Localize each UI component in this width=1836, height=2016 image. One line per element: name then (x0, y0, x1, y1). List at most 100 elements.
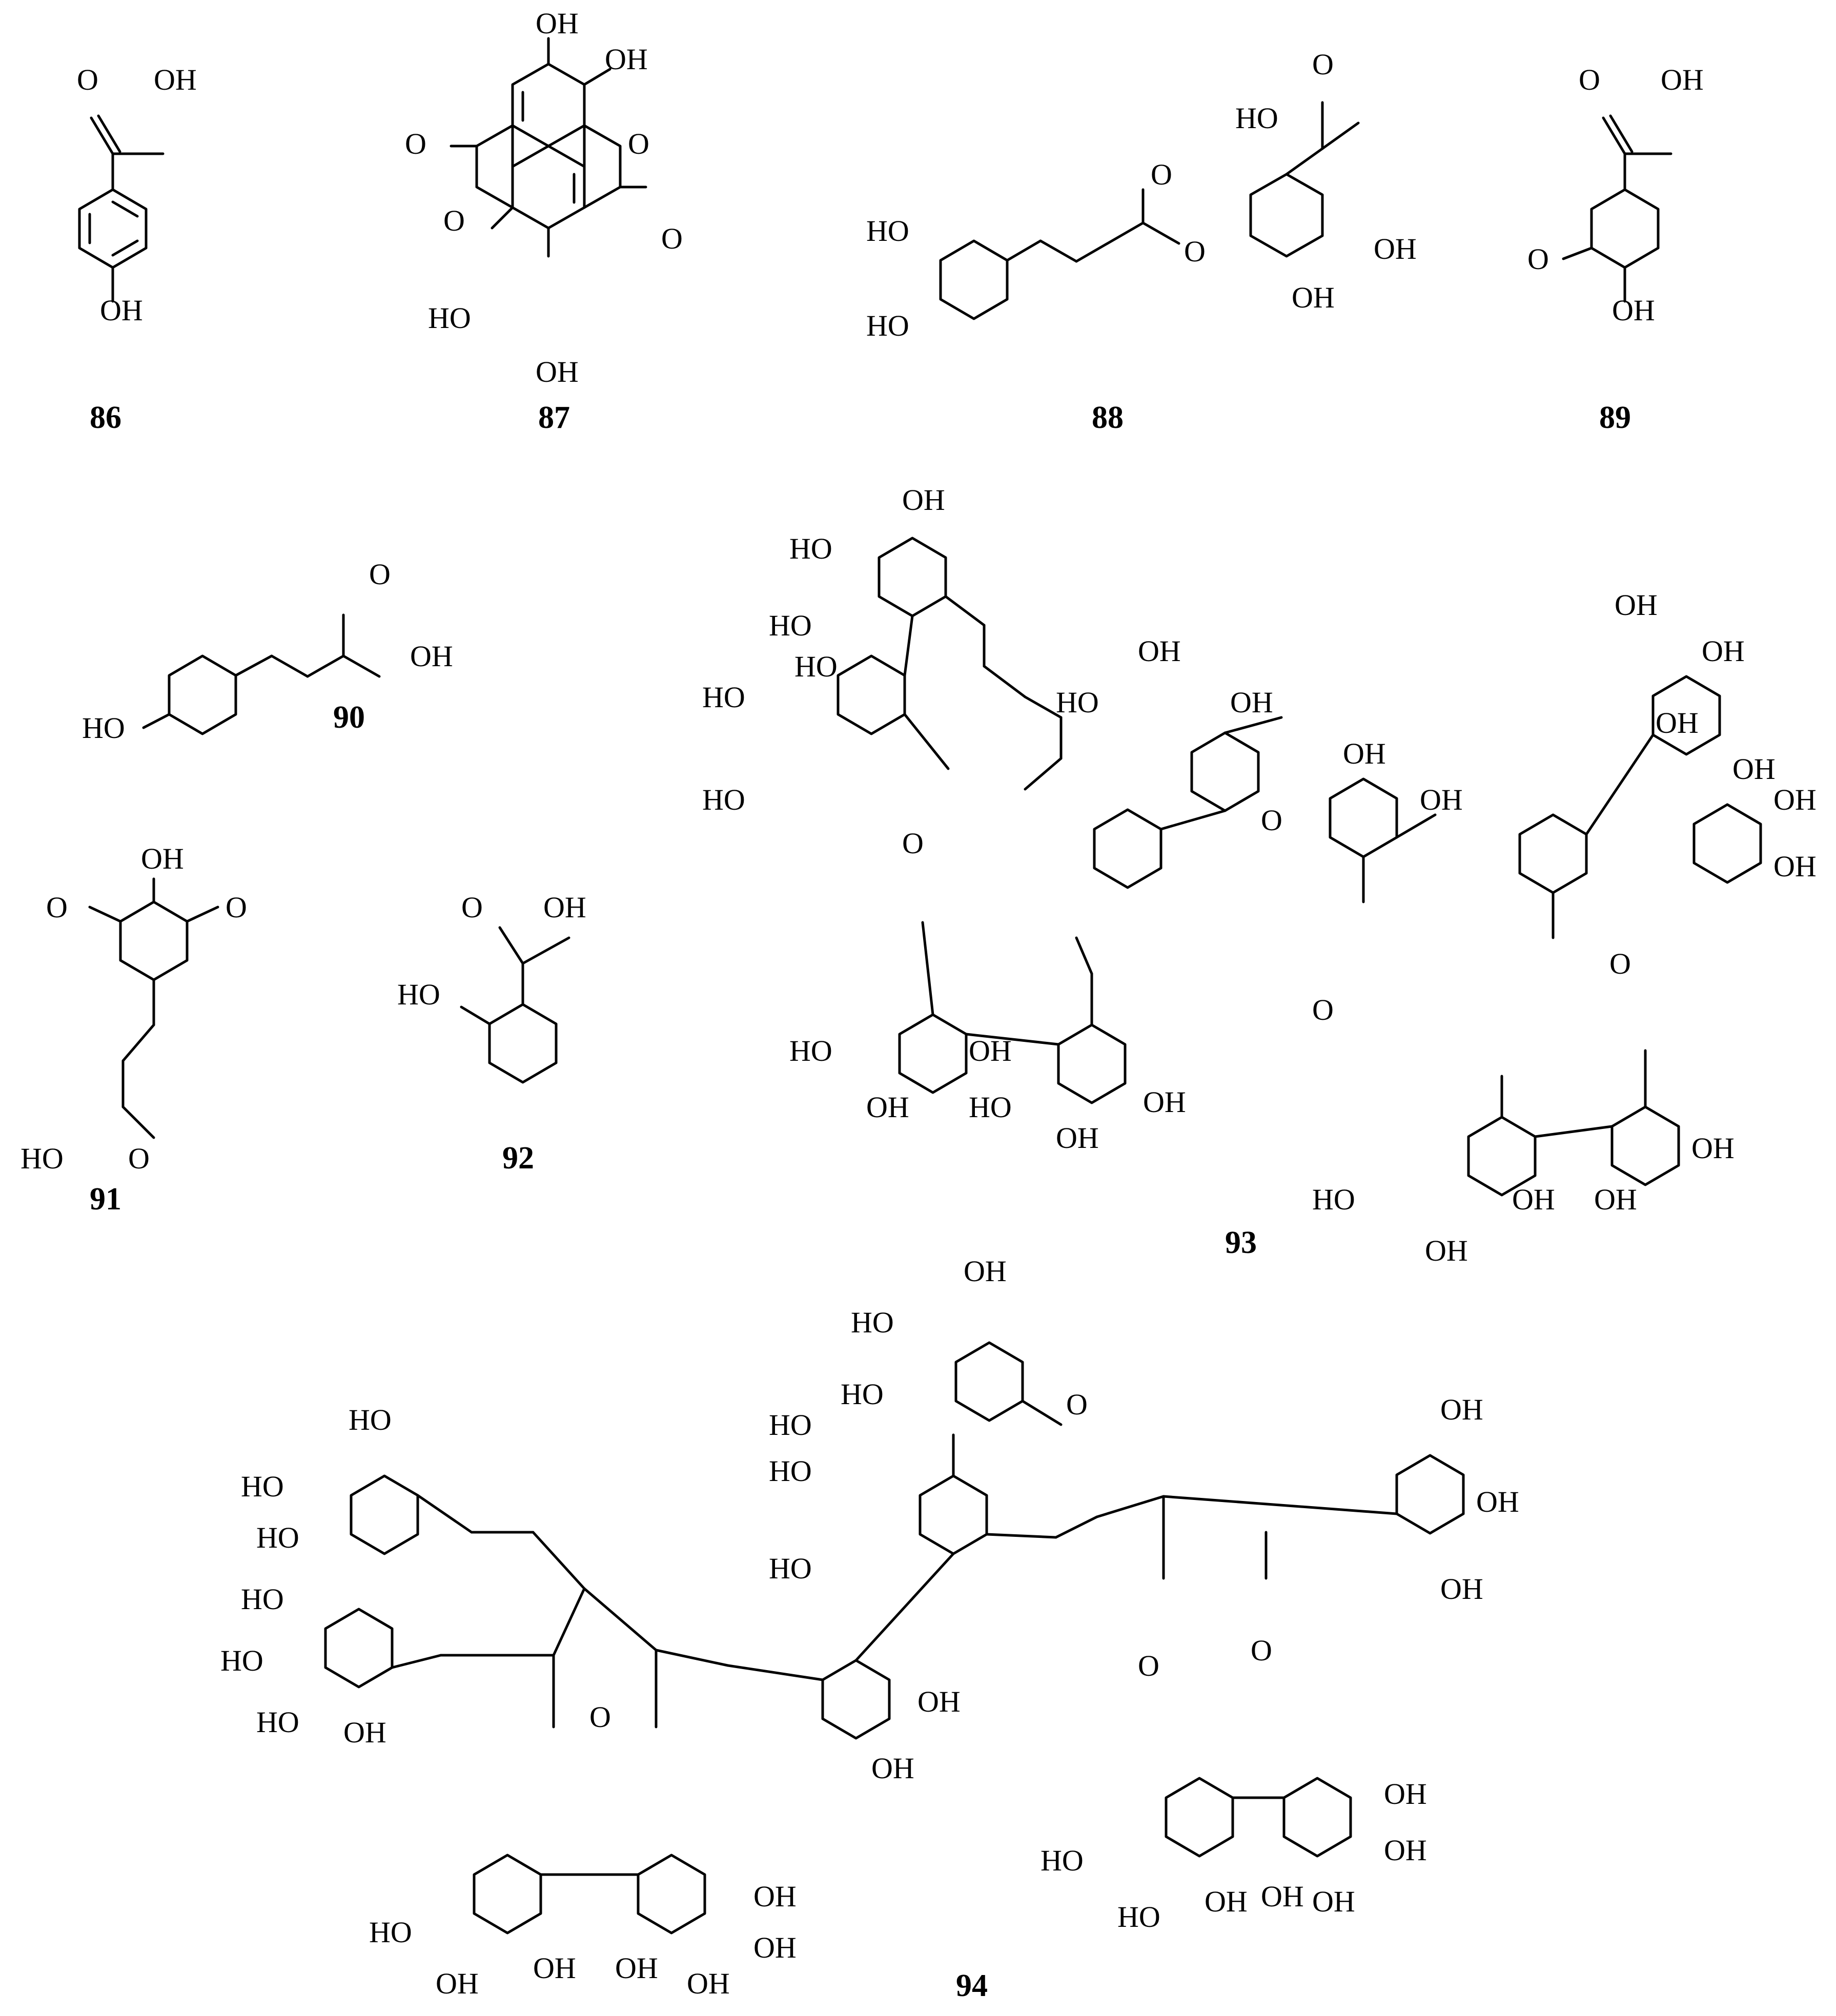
compound-88-ho-lower: HO (866, 309, 909, 342)
compound-87-ring-o-right: O (628, 127, 649, 160)
compound-91: OH O O HO O 91 (21, 842, 247, 1217)
compound-92: O OH HO 92 (397, 891, 586, 1176)
compound-94-oh-14: OH (1261, 1880, 1304, 1913)
compound-91-number: 91 (90, 1182, 121, 1217)
compound-93-oh-13: OH (969, 1034, 1012, 1067)
compound-93-o-1: O (902, 827, 924, 860)
compound-94-oh-4: OH (343, 1716, 386, 1749)
compound-93-ho-8: HO (969, 1091, 1012, 1124)
compound-91-methoxy-o-right: O (226, 891, 247, 924)
compound-94-number: 94 (956, 1968, 988, 2003)
compound-94-ho-4: HO (769, 1454, 812, 1488)
compound-93-oh-9: OH (1732, 752, 1776, 786)
compound-91-acid-ho: HO (21, 1142, 64, 1175)
compound-94-oh-3: OH (1440, 1572, 1483, 1606)
compound-94-oh-1: OH (1440, 1393, 1483, 1426)
compound-86-phenol-oh: OH (100, 294, 143, 327)
compound-93-ho-2: HO (769, 609, 812, 642)
compound-93-oh-top: OH (902, 483, 945, 517)
compound-88-ester-o: O (1184, 235, 1206, 268)
compound-93-ho-1: HO (789, 532, 832, 565)
compound-89-methoxy-o: O (1527, 242, 1549, 276)
compound-89: O OH O OH 89 (1527, 63, 1704, 435)
compound-88-acetyl-o: O (1312, 48, 1334, 81)
compound-93-oh-11: OH (1773, 850, 1817, 883)
compound-94-ho-13: HO (1041, 1844, 1084, 1877)
compound-87-number: 87 (538, 400, 570, 435)
compound-86-bonds (78, 114, 165, 303)
compound-93-oh-3: OH (1230, 686, 1273, 719)
compound-93-bonds (837, 537, 1762, 1197)
compound-93-ho-6: HO (1056, 686, 1099, 719)
compound-93-oh-12: OH (866, 1091, 909, 1124)
compound-94-oh-17: OH (1384, 1777, 1427, 1811)
compound-94-oh-16: OH (1384, 1834, 1427, 1867)
compound-93-ho-9: HO (1312, 1183, 1355, 1216)
compound-93-oh-19: OH (1691, 1132, 1735, 1165)
compound-94-ho-2: HO (841, 1377, 884, 1411)
compound-94-ho-3: HO (769, 1408, 812, 1442)
compound-86-carbonyl-o: O (77, 63, 98, 96)
compound-93-o-2: O (1261, 804, 1282, 837)
compound-88-oh-right: OH (1374, 232, 1417, 265)
compound-94-oh-15: OH (1312, 1885, 1355, 1918)
compound-94-o-2: O (589, 1700, 611, 1734)
compound-94-oh-12: OH (753, 1880, 797, 1913)
compound-94-oh-6: OH (871, 1752, 914, 1785)
compound-93-oh-18: OH (1594, 1183, 1637, 1216)
compound-93-oh-15: OH (1143, 1085, 1186, 1119)
compound-93-number: 93 (1225, 1225, 1257, 1260)
compound-94-oh-7: OH (436, 1967, 479, 2000)
compound-86: O OH OH 86 (77, 63, 197, 435)
compound-89-acid-oh: OH (1661, 63, 1704, 96)
compound-87-oh-top-left: OH (536, 7, 579, 40)
compound-87-carbonyl-o-right: O (661, 222, 683, 255)
compound-88-number: 88 (1092, 400, 1124, 435)
compound-94-o-1: O (1066, 1388, 1088, 1421)
compound-93-oh-8: OH (1656, 706, 1699, 739)
compound-93-oh-17: OH (1512, 1183, 1555, 1216)
compound-92-bonds (460, 926, 570, 1084)
compound-94-o-4: O (1251, 1634, 1272, 1667)
compound-90-bonds (142, 613, 381, 735)
compound-87-bonds (450, 37, 647, 258)
compound-93-oh-14: OH (1056, 1121, 1099, 1155)
compound-93-ho-4: HO (702, 783, 745, 816)
compound-94-oh-10: OH (687, 1967, 730, 2000)
compound-91-methoxy-o-left: O (46, 891, 68, 924)
compound-90-carbonyl-o: O (369, 558, 391, 591)
compound-88: HO HO O O HO O OH OH 88 (866, 48, 1417, 435)
compound-93-ho-5: HO (794, 650, 838, 683)
compound-94: OH HO HO HO HO HO OH OH OH HO HO HO HO H… (220, 1254, 1519, 2003)
compound-90-acid-oh: OH (410, 640, 453, 673)
compound-90: HO O OH 90 (82, 558, 453, 745)
compound-93-ho-7: HO (789, 1034, 832, 1067)
compound-93-oh-16: OH (1425, 1234, 1468, 1267)
compound-87-carbonyl-o-left: O (405, 127, 426, 160)
compound-94-oh-9: OH (615, 1951, 658, 1985)
compound-93-oh-10: OH (1773, 783, 1817, 816)
compound-88-oh-bottom: OH (1292, 281, 1335, 314)
compound-92-ho: HO (397, 978, 440, 1011)
compound-93-o-3: O (1312, 993, 1334, 1026)
compound-86-acid-oh: OH (154, 63, 197, 96)
compound-93-oh-7: OH (1702, 634, 1745, 668)
compound-94-ho-5: HO (769, 1552, 812, 1585)
compound-88-ester-carbonyl-o: O (1151, 158, 1172, 191)
compound-88-ho-upper: HO (866, 214, 909, 248)
compound-88-ring-ho: HO (1235, 101, 1278, 135)
compound-94-oh-top: OH (964, 1254, 1007, 1288)
compound-93-oh-5: OH (1420, 783, 1463, 816)
compound-92-number: 92 (502, 1141, 534, 1176)
compound-94-ho-9: HO (241, 1582, 284, 1616)
compound-94-o-3: O (1138, 1649, 1159, 1682)
compound-93: OH HO HO HO HO HO HO OH OH OH OH OH OH O… (702, 483, 1817, 1267)
compound-93-o-4: O (1609, 947, 1631, 980)
compound-94-ho-8: HO (256, 1521, 299, 1554)
compound-92-acid-oh: OH (543, 891, 586, 924)
compound-94-ho-7: HO (241, 1470, 284, 1503)
compound-89-number: 89 (1599, 400, 1631, 435)
compound-88-bonds (939, 101, 1360, 320)
compound-86-number: 86 (90, 400, 121, 435)
